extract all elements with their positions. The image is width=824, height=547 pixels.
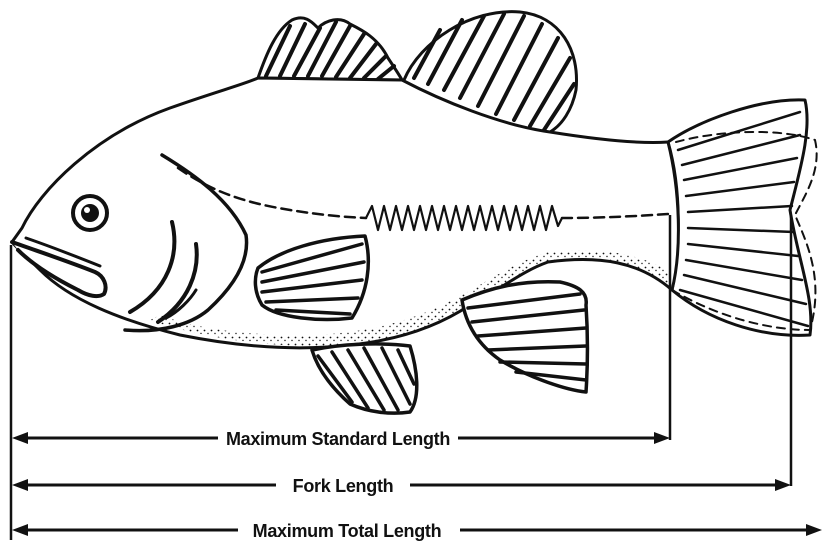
fork-length-measure	[12, 479, 791, 491]
anal-fin	[462, 282, 588, 392]
fork-length-label: Fork Length	[293, 476, 394, 496]
eye	[73, 196, 107, 230]
pelvic-fin	[312, 344, 417, 413]
spiny-dorsal-fin	[258, 18, 402, 80]
fish-illustration	[12, 12, 817, 413]
total-length-label: Maximum Total Length	[253, 521, 442, 541]
standard-length-label: Maximum Standard Length	[226, 429, 450, 449]
caudal-fin	[668, 100, 817, 335]
